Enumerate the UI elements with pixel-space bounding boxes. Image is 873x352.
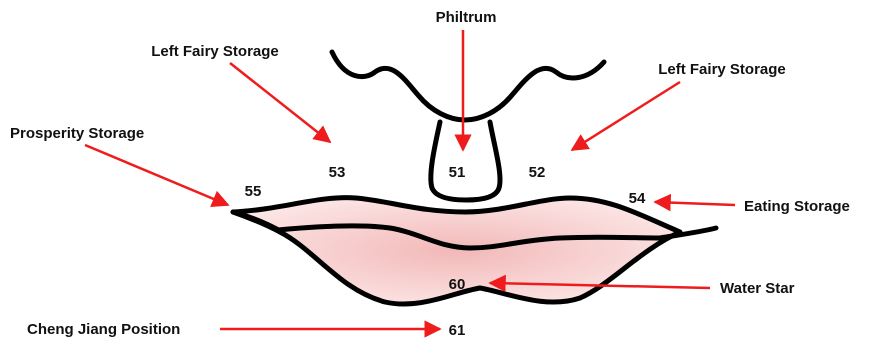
label-left-fairy-storage-left: Left Fairy Storage — [151, 43, 279, 60]
point-53: 53 — [329, 164, 346, 181]
label-philtrum: Philtrum — [436, 9, 497, 26]
point-60: 60 — [449, 276, 466, 293]
label-water-star: Water Star — [720, 280, 795, 297]
point-61: 61 — [449, 322, 466, 339]
arrow-prosperity-storage — [85, 145, 228, 205]
nose-outline — [332, 52, 604, 120]
point-55: 55 — [245, 183, 262, 200]
arrow-eating-storage — [655, 202, 735, 205]
point-52: 52 — [529, 164, 546, 181]
point-51: 51 — [449, 164, 466, 181]
label-left-fairy-storage-right: Left Fairy Storage — [658, 61, 786, 78]
arrow-left-fairy-storage-left — [230, 63, 330, 142]
label-cheng-jiang-position: Cheng Jiang Position — [27, 321, 180, 338]
philtrum-groove — [431, 122, 500, 200]
arrow-left-fairy-storage-right — [572, 82, 680, 150]
label-prosperity-storage: Prosperity Storage — [10, 125, 144, 142]
point-54: 54 — [629, 190, 646, 207]
label-eating-storage: Eating Storage — [744, 198, 850, 215]
